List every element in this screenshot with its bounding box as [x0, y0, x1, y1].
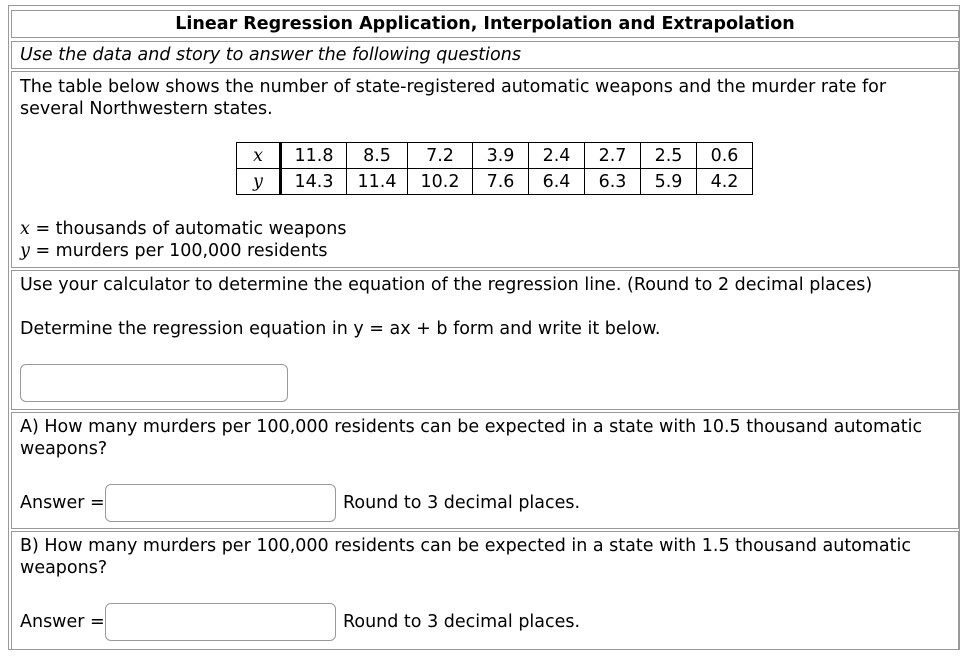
table-cell: 5.9 — [640, 168, 697, 195]
x-definition-text: = thousands of automatic weapons — [29, 219, 347, 239]
question-b-text-cont: weapons? — [20, 558, 108, 578]
regression-instruction: Use your calculator to determine the equ… — [20, 275, 873, 295]
x-header: x — [236, 142, 282, 169]
page-title: Linear Regression Application, Interpola… — [11, 10, 959, 38]
table-cell: 0.6 — [696, 142, 753, 169]
x-definition: x = thousands of automatic weapons — [20, 218, 346, 240]
table-cell: 11.4 — [346, 168, 408, 195]
story-section: The table below shows the number of stat… — [11, 71, 959, 268]
story-line-1: The table below shows the number of stat… — [20, 77, 887, 97]
table-cell: 2.7 — [584, 142, 641, 169]
question-b-text: B) How many murders per 100,000 resident… — [20, 536, 912, 556]
table-row-x: x 11.8 8.5 7.2 3.9 2.4 2.7 2.5 0.6 — [236, 142, 753, 169]
data-table: x 11.8 8.5 7.2 3.9 2.4 2.7 2.5 0.6 y 14.… — [236, 142, 753, 195]
table-cell: 2.4 — [528, 142, 585, 169]
table-cell: 2.5 — [640, 142, 697, 169]
question-a-text: A) How many murders per 100,000 resident… — [20, 417, 923, 437]
question-a-text-cont: weapons? — [20, 439, 108, 459]
instruction-text: Use the data and story to answer the fol… — [11, 41, 959, 69]
answer-a-label: Answer = — [20, 493, 105, 513]
answer-b-input[interactable] — [105, 603, 336, 641]
y-header: y — [236, 168, 282, 195]
table-row-y: y 14.3 11.4 10.2 7.6 6.4 6.3 5.9 4.2 — [236, 168, 753, 195]
question-b-section: B) How many murders per 100,000 resident… — [11, 531, 959, 650]
question-a-section: A) How many murders per 100,000 resident… — [11, 412, 959, 529]
table-cell: 11.8 — [280, 142, 347, 169]
answer-b-hint: Round to 3 decimal places. — [343, 612, 581, 632]
y-variable: y — [20, 241, 30, 261]
table-cell: 3.9 — [472, 142, 529, 169]
x-variable: x — [20, 219, 30, 239]
table-cell: 7.6 — [472, 168, 529, 195]
table-cell: 4.2 — [696, 168, 753, 195]
table-cell: 7.2 — [407, 142, 473, 169]
table-cell: 8.5 — [346, 142, 408, 169]
table-cell: 10.2 — [407, 168, 473, 195]
story-line-2: several Northwestern states. — [20, 99, 273, 119]
regression-equation-input[interactable] — [20, 364, 288, 402]
table-cell: 14.3 — [280, 168, 347, 195]
regression-section: Use your calculator to determine the equ… — [11, 270, 959, 410]
answer-a-input[interactable] — [105, 484, 336, 522]
regression-prompt: Determine the regression equation in y =… — [20, 319, 661, 339]
answer-a-hint: Round to 3 decimal places. — [343, 493, 581, 513]
answer-b-label: Answer = — [20, 612, 105, 632]
y-definition: y = murders per 100,000 residents — [20, 240, 328, 262]
y-definition-text: = murders per 100,000 residents — [29, 241, 328, 261]
table-cell: 6.4 — [528, 168, 585, 195]
table-cell: 6.3 — [584, 168, 641, 195]
